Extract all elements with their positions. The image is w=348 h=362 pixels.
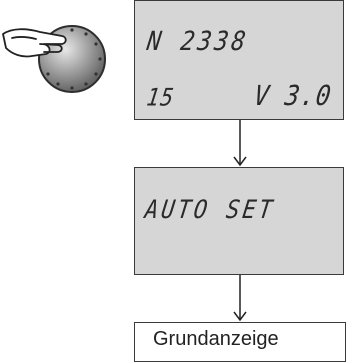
result-box-label: Grundanzeige — [153, 328, 279, 350]
down-arrow-icon — [233, 275, 247, 322]
lcd-device-code: N 2338 — [145, 27, 251, 57]
hand-icon — [2, 28, 67, 58]
lcd-counter: 15 — [145, 83, 177, 111]
result-box: Grundanzeige — [134, 322, 346, 362]
lcd-display-auto-set: AUTO SET — [134, 167, 344, 275]
lcd-version: V 3.0 — [251, 79, 334, 112]
lcd-auto-set-text: AUTO SET — [143, 196, 278, 225]
lcd-display-version: N 2338 15 V 3.0 — [134, 0, 344, 120]
down-arrow-icon — [233, 120, 247, 167]
hand-pressing-knob-icon — [2, 25, 106, 93]
